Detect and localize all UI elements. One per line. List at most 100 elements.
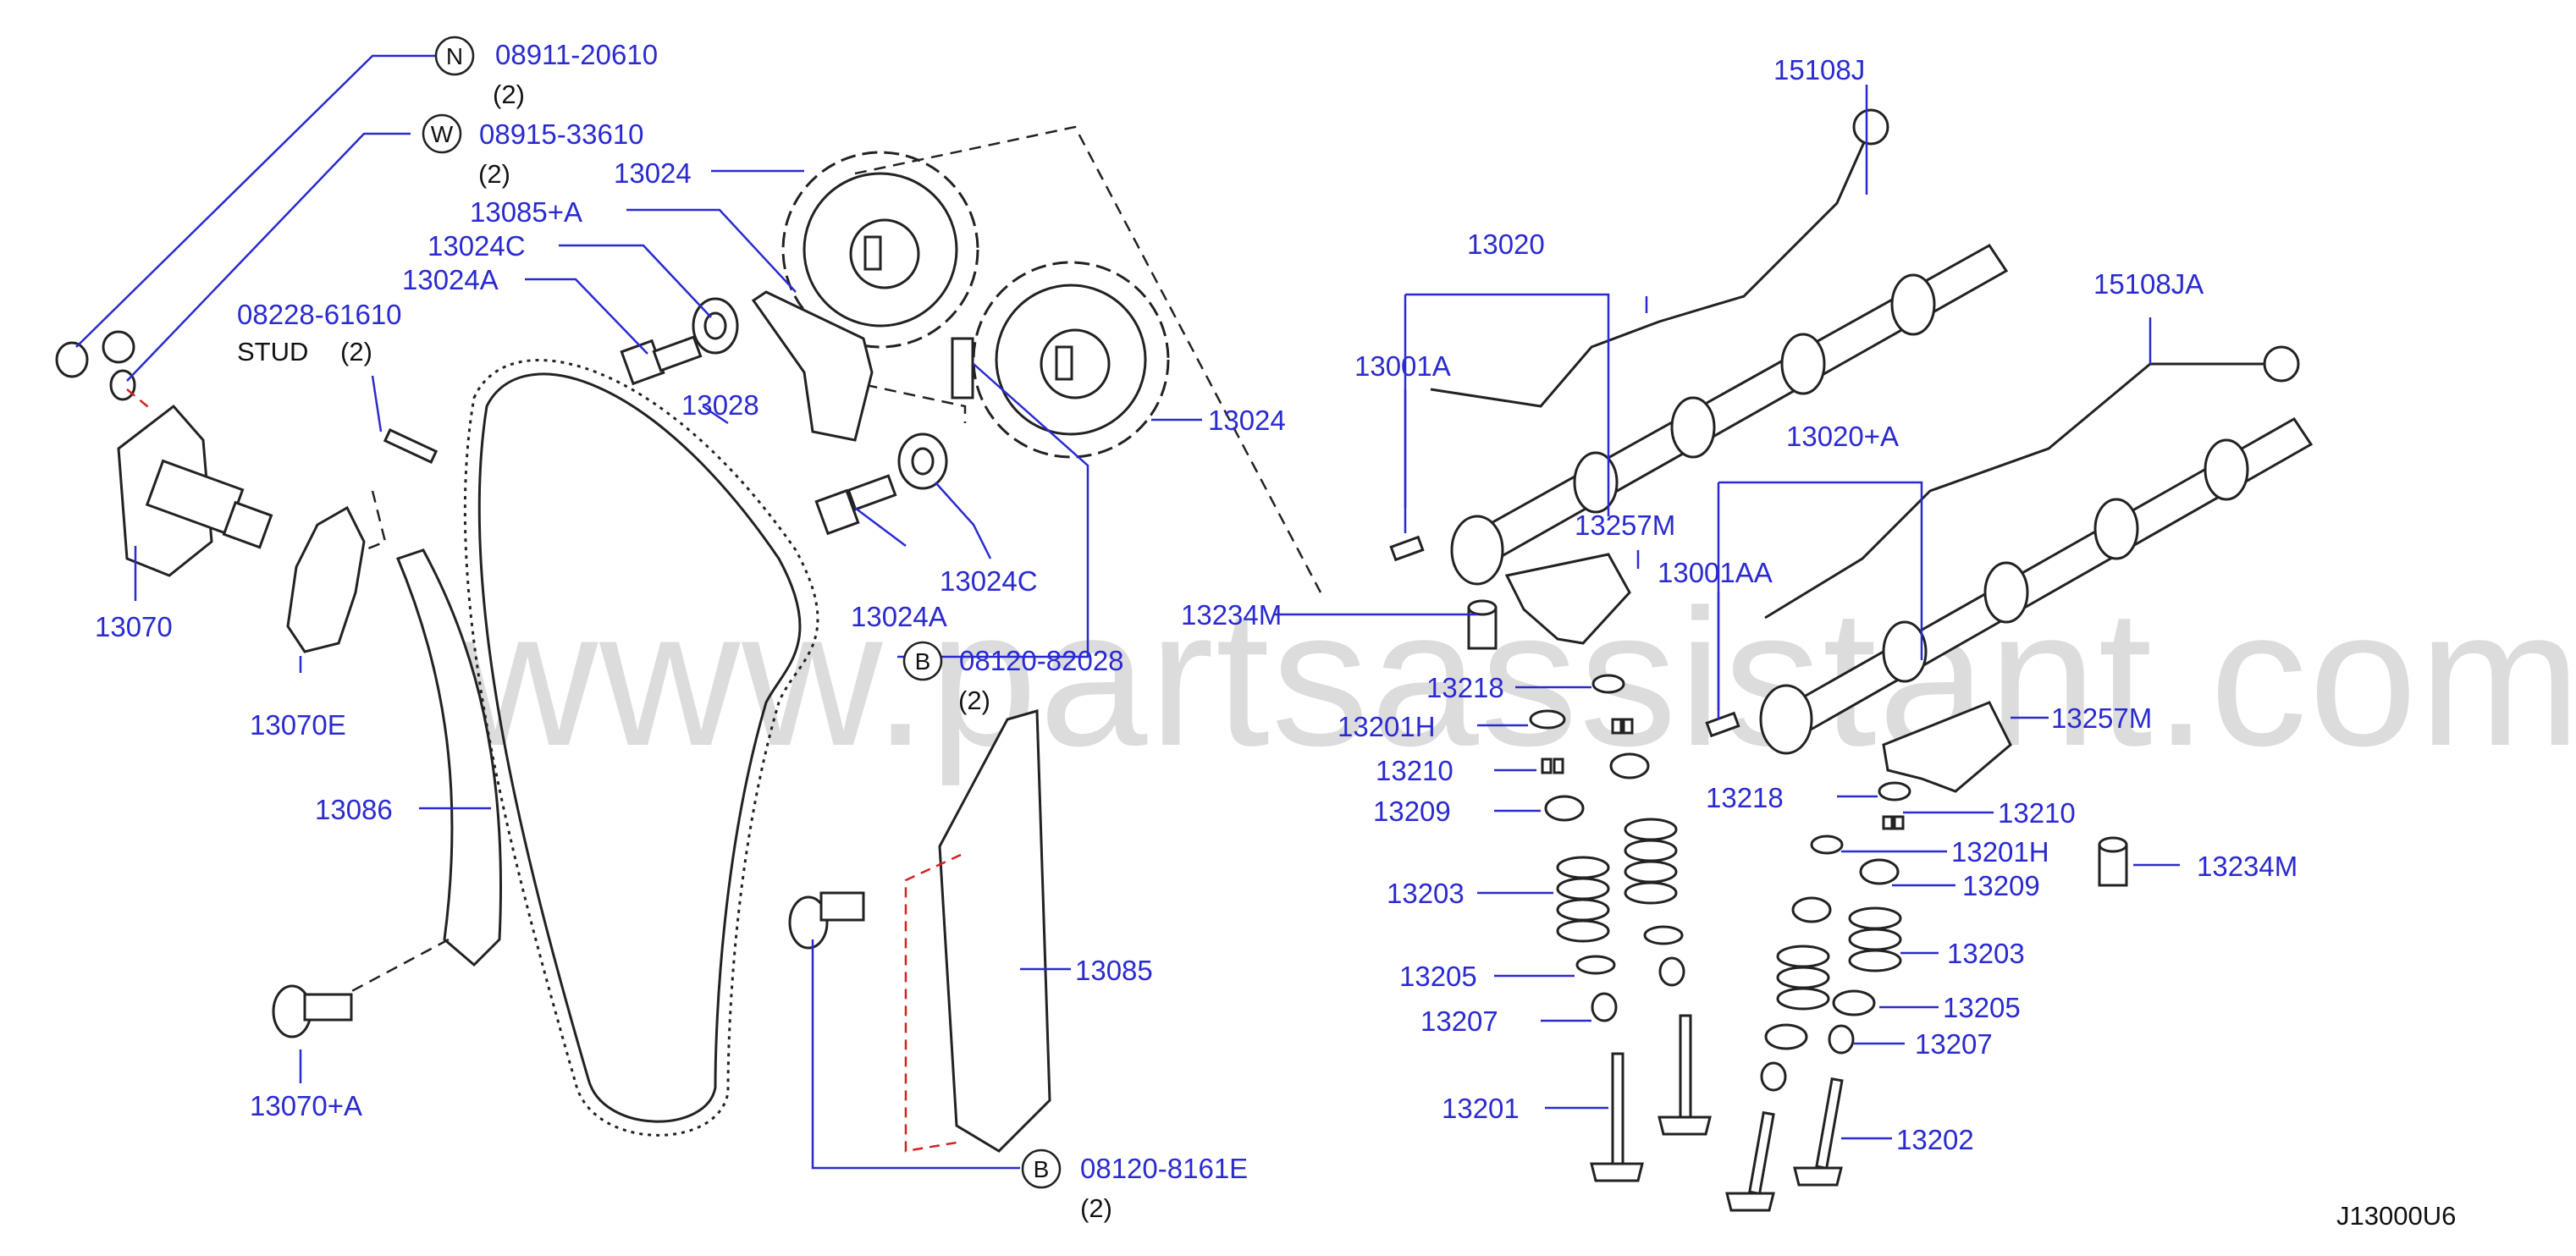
keeper-left-d (1622, 718, 1634, 735)
spring-retainer-right (1859, 858, 1900, 885)
label-13024A-top: 13024A (402, 264, 499, 295)
label-stud-part: 08228-61610 (237, 299, 402, 330)
label-13020: 13020 (1467, 229, 1545, 260)
keeper-left-c (1611, 718, 1623, 735)
oil-pipe-upper (1430, 126, 1873, 408)
spring-seat-left-2 (1643, 925, 1684, 945)
label-13070E: 13070E (250, 709, 346, 741)
callout-badge-n: N (434, 36, 475, 76)
label-13201H-left: 13201H (1338, 711, 1436, 742)
watermark: www.partsassistant.com (456, 569, 2576, 786)
label-13257M-right: 13257M (2051, 702, 2152, 734)
label-13024C-top: 13024C (427, 230, 526, 262)
badge-w-letter: W (431, 121, 454, 147)
label-15108J: 15108J (1773, 54, 1865, 85)
rocker-arm-left (1504, 553, 1631, 645)
retainer-cap-right (1810, 835, 1844, 855)
label-13070: 13070 (95, 611, 173, 642)
label-15108JA: 15108JA (2093, 268, 2204, 300)
label-13202: 13202 (1896, 1124, 1974, 1155)
label-13234M-left: 13234M (1181, 599, 1282, 631)
lash-adjuster-right (2098, 836, 2128, 887)
keeper-right-b (1893, 815, 1905, 830)
badge-n-letter: N (446, 43, 463, 69)
label-13024A-bottom: 13024A (851, 601, 947, 632)
label-13210-left: 13210 (1376, 755, 1453, 786)
tension-guide (938, 709, 1051, 1153)
label-13209-left: 13209 (1373, 796, 1451, 827)
valve-spring-right (1848, 906, 1902, 972)
housing-outline-2 (846, 379, 967, 423)
stud (383, 427, 439, 465)
spring-retainer-left-2 (1609, 752, 1650, 779)
label-13205-right: 13205 (1943, 992, 2021, 1023)
label-stud-text: STUD (237, 337, 308, 366)
housing-outline (854, 125, 1322, 593)
callout-badge-b-lower: B (1021, 1149, 1062, 1189)
badge-b-lower-letter: B (1034, 1156, 1050, 1182)
sprocket-bolt-top (620, 297, 739, 386)
qty-08120-8161E: (2) (1080, 1193, 1112, 1223)
keeper-left-a (1541, 757, 1553, 774)
guide-bolt (272, 984, 353, 1038)
qty-08911-20610: (2) (493, 80, 525, 109)
label-13024-top: 13024 (614, 157, 692, 189)
label-13070A: 13070+A (250, 1090, 362, 1121)
label-13207-left: 13207 (1420, 1005, 1498, 1037)
label-13209-right: 13209 (1962, 870, 2040, 901)
label-13210-right: 13210 (1998, 797, 2076, 829)
callout-badge-w: W (422, 113, 462, 154)
rocker-arm-right (1882, 701, 2012, 793)
camshaft-lower (1759, 417, 2314, 755)
badge-b-upper-letter: B (915, 648, 931, 675)
label-stud-qty: (2) (340, 337, 372, 366)
label-13218-left: 13218 (1426, 672, 1504, 703)
keeper-left-b (1553, 757, 1564, 774)
label-13207-right: 13207 (1915, 1028, 1993, 1060)
oil-pipe-upper-eye (1852, 108, 1889, 146)
dowel-pin-left (1389, 535, 1425, 562)
valve-spring-left-2 (1624, 818, 1678, 905)
valve-seal-left-2 (1658, 956, 1685, 987)
label-08911-20610: 08911-20610 (495, 39, 658, 70)
oil-pipe-lower-eye (2263, 345, 2300, 383)
valve-seal-left (1591, 992, 1618, 1022)
label-13201: 13201 (1442, 1093, 1520, 1124)
retainer-cap-left (1529, 709, 1566, 730)
label-13201H-right: 13201H (1951, 836, 2049, 868)
label-13001A: 13001A (1354, 350, 1451, 382)
upper-chain-guide (751, 290, 874, 442)
diagram-code: J13000U6 (2336, 1201, 2456, 1231)
exhaust-valve (1725, 1077, 1844, 1212)
callout-badge-b-upper: B (902, 641, 943, 681)
label-13203-left: 13203 (1387, 878, 1465, 909)
parts-drawing (55, 108, 2314, 1212)
label-13028: 13028 (681, 389, 759, 421)
spring-retainer-left (1544, 795, 1585, 822)
label-08915-33610: 08915-33610 (479, 118, 644, 150)
valve-seal-right (1828, 1024, 1855, 1055)
chain-tensioner (55, 330, 273, 577)
valve-spring-right-2 (1776, 945, 1830, 1011)
label-13020A: 13020+A (1786, 421, 1899, 452)
valve-seal-right-2 (1760, 1061, 1787, 1092)
qty-08915-33610: (2) (478, 159, 510, 189)
dowel-pin-right (1705, 711, 1740, 738)
tension-guide-bolt (788, 891, 865, 950)
label-13086: 13086 (315, 794, 393, 825)
label-13203-right: 13203 (1947, 938, 2025, 969)
label-08120-8161E: 08120-8161E (1080, 1153, 1248, 1184)
spring-seat-left (1575, 955, 1616, 975)
tension-guide-red-dash (904, 853, 962, 1153)
shim-left (1591, 674, 1625, 694)
lash-adjuster-left (1467, 599, 1498, 650)
shim-right (1878, 781, 1911, 802)
label-08120-82028: 08120-82028 (959, 645, 1124, 676)
slack-guide (395, 548, 503, 967)
gasket-dash (363, 490, 387, 552)
label-13205-left: 13205 (1399, 961, 1477, 992)
timing-chain-inner (477, 372, 802, 1123)
label-13234M-right: 13234M (2197, 851, 2297, 882)
cam-sprocket-left (781, 151, 979, 349)
valve-spring-left (1556, 856, 1610, 943)
